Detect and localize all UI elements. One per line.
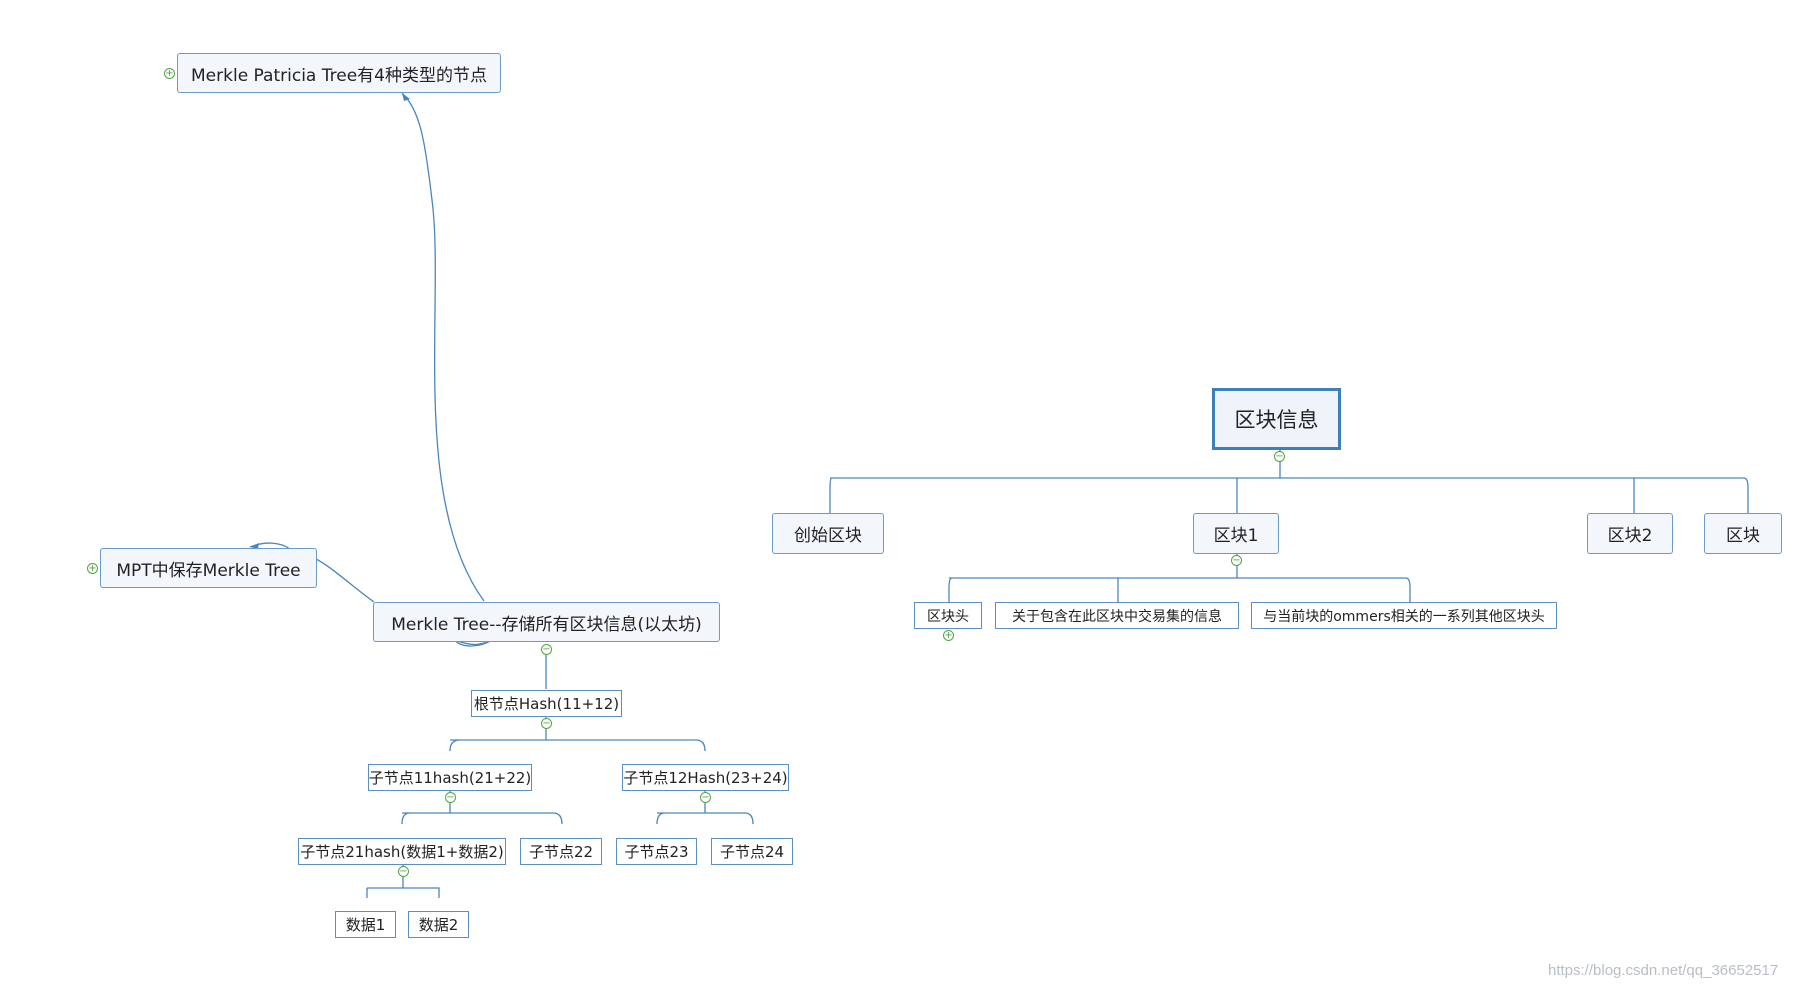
expand-icon-mpt-types[interactable]: + xyxy=(164,67,175,79)
line-block1-to-children xyxy=(948,553,1411,603)
node-child12[interactable]: 子节点12Hash(23+24) xyxy=(622,764,789,791)
node-genesis-block[interactable]: 创始区块 xyxy=(772,513,884,554)
node-block1-label: 区块1 xyxy=(1213,526,1259,546)
node-merkle-tree-label: Merkle Tree--存储所有区块信息(以太坊) xyxy=(391,614,702,635)
node-child24[interactable]: 子节点24 xyxy=(711,838,793,865)
node-block[interactable]: 区块 xyxy=(1704,513,1782,554)
node-child22[interactable]: 子节点22 xyxy=(520,838,602,865)
arrowhead-mpt-types xyxy=(402,93,410,101)
node-block1[interactable]: 区块1 xyxy=(1193,513,1279,554)
node-tx-info[interactable]: 关于包含在此区块中交易集的信息 xyxy=(995,602,1239,629)
node-child11-label: 子节点11hash(21+22) xyxy=(368,769,532,787)
line-root-to-children xyxy=(449,715,706,752)
node-data2[interactable]: 数据2 xyxy=(408,911,469,938)
node-ommers[interactable]: 与当前块的ommers相关的一系列其他区块头 xyxy=(1251,602,1557,629)
node-child21-label: 子节点21hash(数据1+数据2) xyxy=(300,843,504,861)
node-child12-label: 子节点12Hash(23+24) xyxy=(623,769,788,787)
node-block2[interactable]: 区块2 xyxy=(1587,513,1673,554)
collapse-icon-merkle-tree[interactable]: − xyxy=(541,643,552,655)
node-root-hash[interactable]: 根节点Hash(11+12) xyxy=(471,690,622,717)
collapse-icon-block-info[interactable]: − xyxy=(1274,450,1285,462)
node-root-hash-label: 根节点Hash(11+12) xyxy=(473,695,620,713)
node-mpt-saves-label: MPT中保存Merkle Tree xyxy=(116,560,301,581)
node-ommers-label: 与当前块的ommers相关的一系列其他区块头 xyxy=(1263,608,1545,625)
node-mpt-types-label: Merkle Patricia Tree有4种类型的节点 xyxy=(191,65,487,86)
collapse-icon-root-hash[interactable]: − xyxy=(541,717,552,729)
collapse-icon-child12[interactable]: − xyxy=(700,791,711,803)
watermark-text: https://blog.csdn.net/qq_36652517 xyxy=(1548,962,1779,979)
node-block-info[interactable]: 区块信息 xyxy=(1212,388,1341,450)
node-tx-info-label: 关于包含在此区块中交易集的信息 xyxy=(1012,608,1222,625)
node-genesis-block-label: 创始区块 xyxy=(794,526,862,546)
node-block-info-label: 区块信息 xyxy=(1234,408,1319,432)
node-block-header[interactable]: 区块头 xyxy=(914,602,982,629)
node-child24-label: 子节点24 xyxy=(719,843,785,861)
expand-icon-block-header[interactable]: + xyxy=(943,629,954,641)
node-child11[interactable]: 子节点11hash(21+22) xyxy=(368,764,532,791)
node-merkle-tree[interactable]: Merkle Tree--存储所有区块信息(以太坊) xyxy=(373,602,720,642)
node-child23-label: 子节点23 xyxy=(624,843,689,861)
node-block-label: 区块 xyxy=(1726,526,1760,546)
node-data1-label: 数据1 xyxy=(345,916,386,934)
node-child23[interactable]: 子节点23 xyxy=(616,838,697,865)
collapse-icon-block1[interactable]: − xyxy=(1231,554,1242,566)
node-mpt-types[interactable]: Merkle Patricia Tree有4种类型的节点 xyxy=(177,53,501,93)
relationship-curve-to-mpt-saves xyxy=(311,556,375,603)
line-child11-to-grandchildren xyxy=(401,790,563,825)
line-central-to-blocks xyxy=(829,449,1749,513)
node-block-header-label: 区块头 xyxy=(927,608,969,625)
collapse-icon-child11[interactable]: − xyxy=(445,791,456,803)
node-child22-label: 子节点22 xyxy=(528,843,594,861)
collapse-icon-child21[interactable]: − xyxy=(398,865,409,877)
node-data2-label: 数据2 xyxy=(418,916,459,934)
node-child21[interactable]: 子节点21hash(数据1+数据2) xyxy=(298,838,506,865)
relationship-curve-to-mpt-types xyxy=(401,92,485,602)
node-mpt-saves[interactable]: MPT中保存Merkle Tree xyxy=(100,548,317,588)
expand-icon-mpt-saves[interactable]: + xyxy=(87,562,98,574)
node-data1[interactable]: 数据1 xyxy=(335,911,396,938)
node-block2-label: 区块2 xyxy=(1607,526,1653,546)
arrowhead-mpt-saves xyxy=(250,543,259,549)
